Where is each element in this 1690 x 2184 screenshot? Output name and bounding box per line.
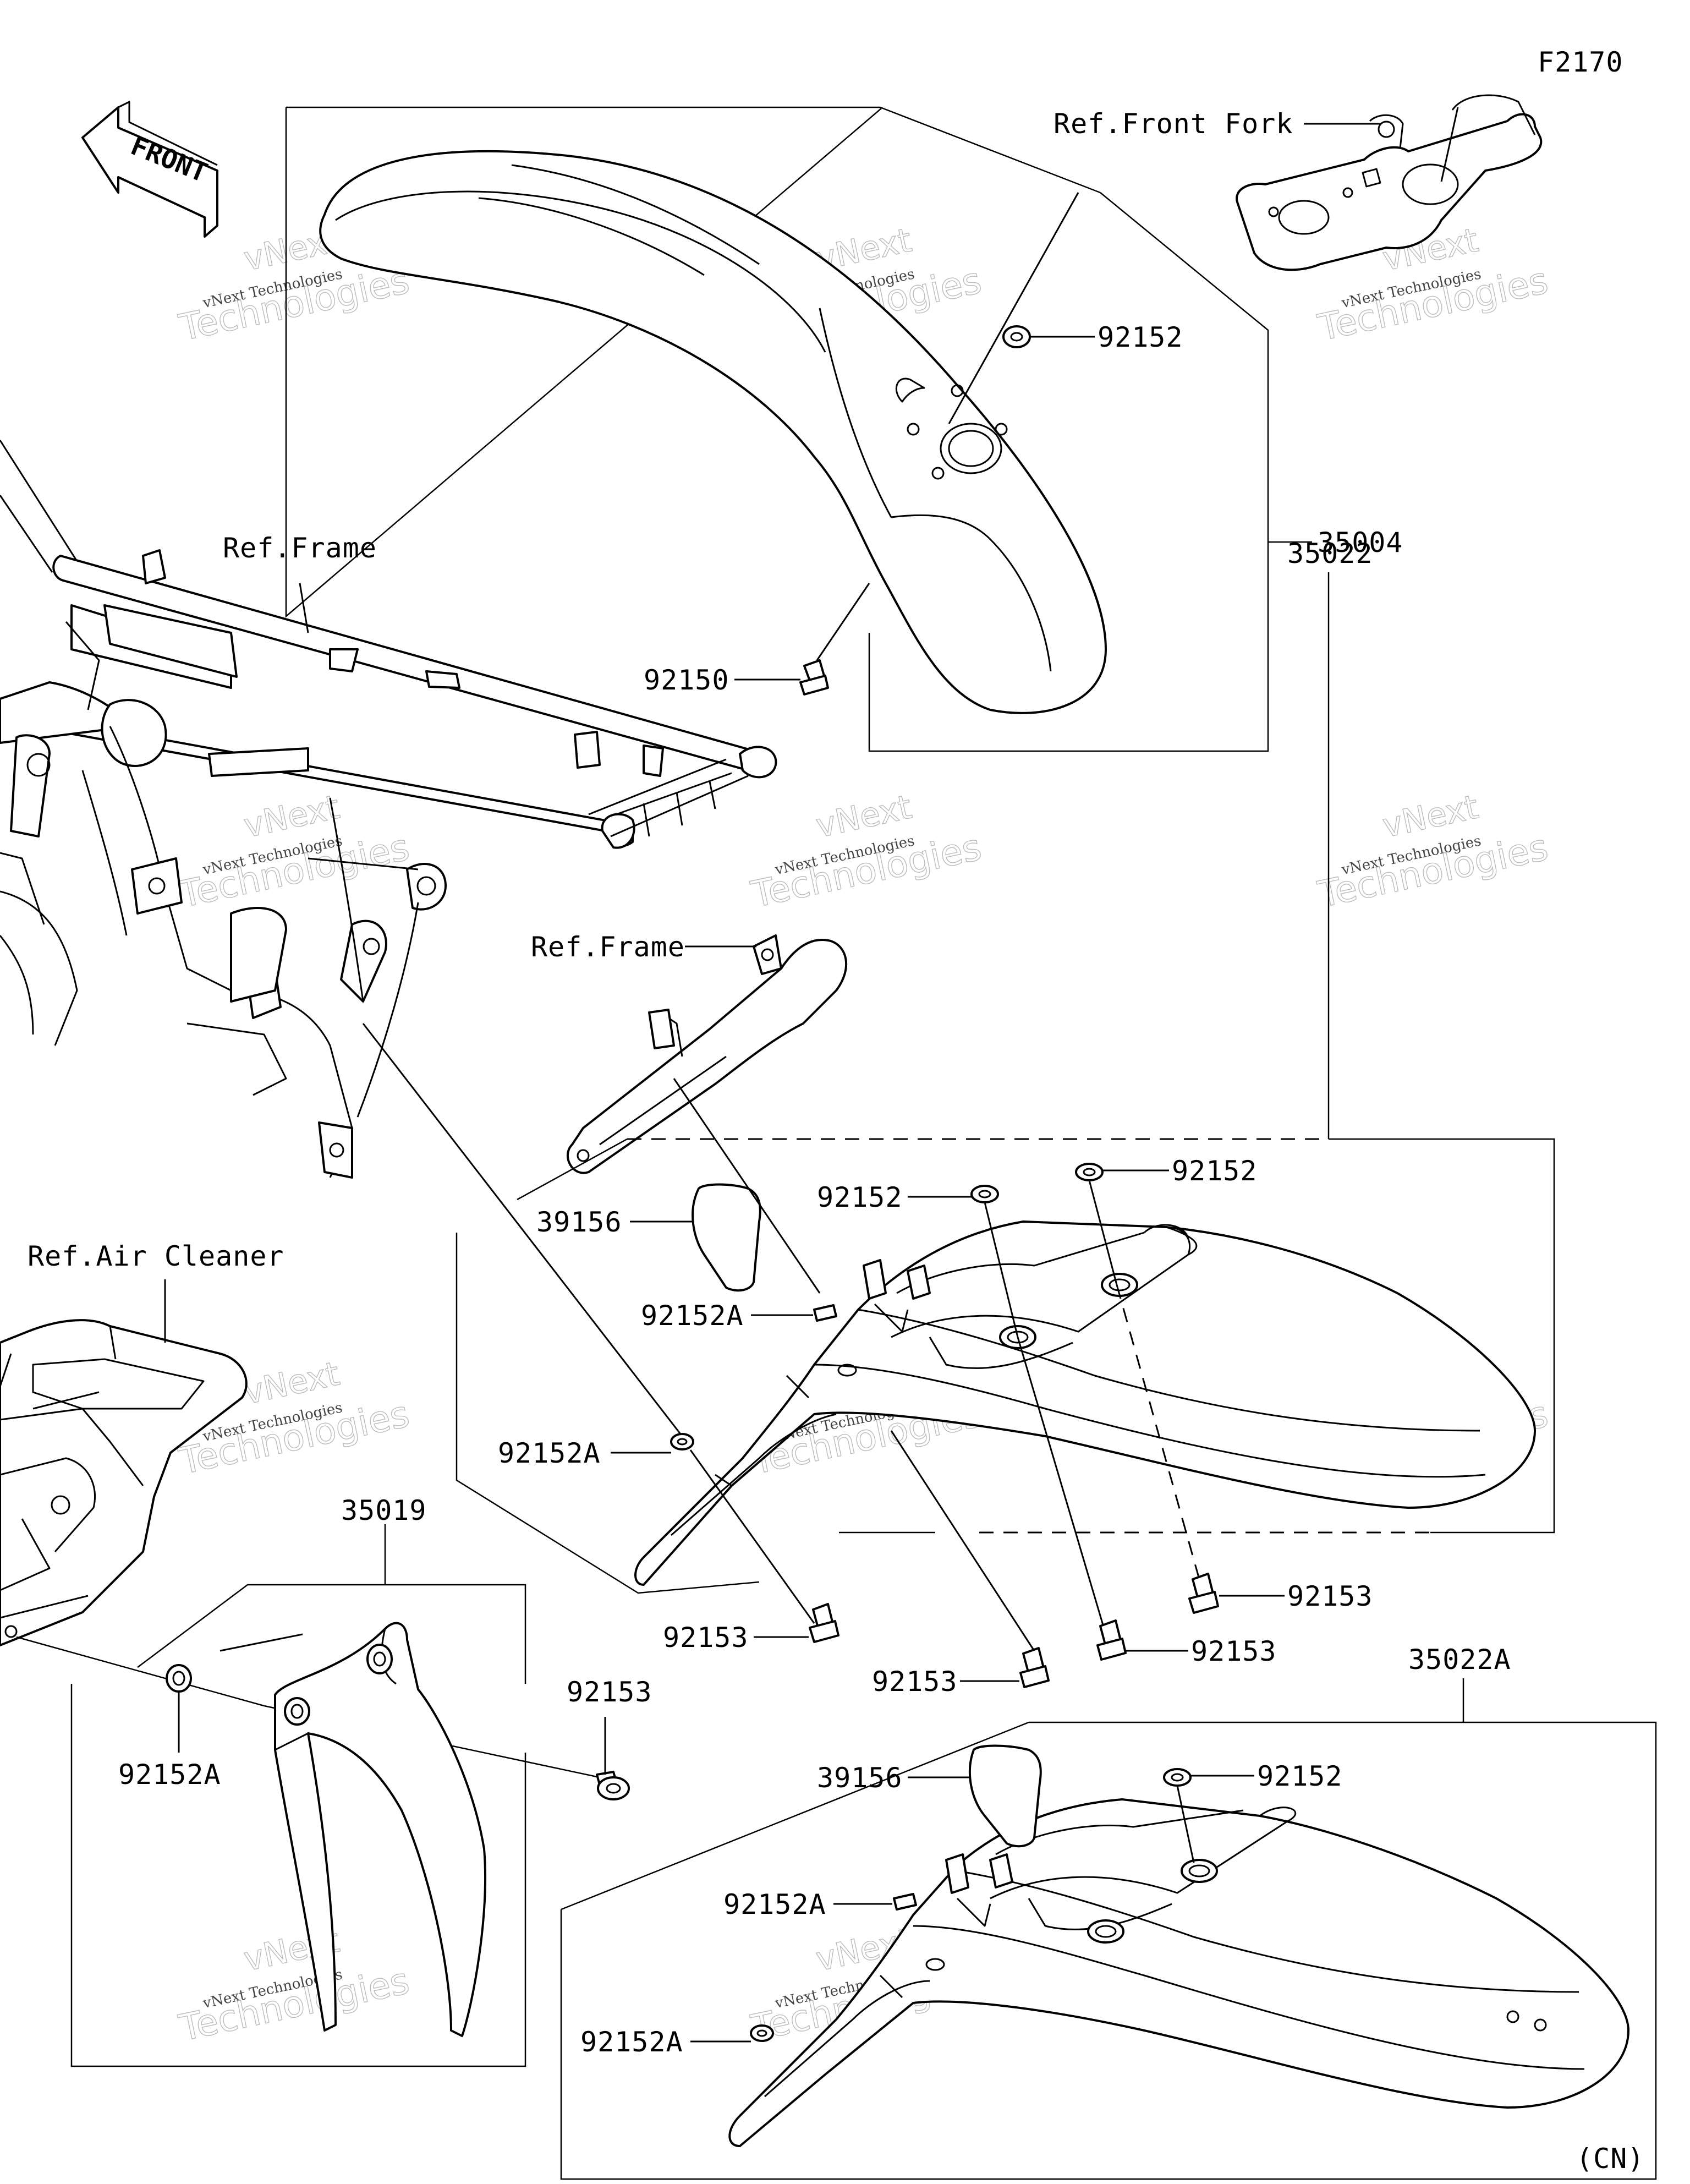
part-label-92152: 92152 bbox=[1172, 1155, 1258, 1187]
bolt-92153 bbox=[1096, 1619, 1127, 1661]
splash-guard-assembly bbox=[16, 1524, 600, 2067]
part-label-92153: 92153 bbox=[567, 1676, 652, 1708]
part-label-39156: 39156 bbox=[817, 1762, 903, 1794]
rear-fender-cn-assembly bbox=[560, 1678, 1657, 2180]
front-fork-ref bbox=[1236, 94, 1543, 271]
part-label-92152: 92152 bbox=[1257, 1760, 1343, 1792]
part-label-35022A: 35022A bbox=[1408, 1644, 1511, 1676]
part-label-35004: 35004 bbox=[1318, 527, 1403, 559]
svg-text:Technologies: Technologies bbox=[175, 826, 413, 916]
bolt-92150 bbox=[799, 659, 829, 696]
grommet-92152-rear-right bbox=[1075, 1163, 1104, 1181]
svg-text:Technologies: Technologies bbox=[1314, 826, 1552, 916]
air-cleaner-ref bbox=[0, 1319, 248, 1646]
part-label-35022: 35022 bbox=[1287, 538, 1373, 570]
rear-fender-assembly bbox=[456, 572, 1555, 1594]
part-label-92153: 92153 bbox=[1191, 1635, 1277, 1667]
part-label-39156: 39156 bbox=[536, 1206, 622, 1238]
watermark: vNext vNext Technologies Technologies bbox=[1314, 787, 1552, 916]
diagram-id: F2170 bbox=[1538, 46, 1623, 78]
grommet-92152A-lower bbox=[670, 1433, 694, 1450]
watermark: vNext vNext Technologies Technologies bbox=[175, 787, 413, 916]
grommet-92152-top bbox=[1002, 325, 1031, 348]
part-label-92153: 92153 bbox=[663, 1622, 749, 1654]
grommet-92152A-upper bbox=[813, 1304, 837, 1322]
part-label-92153: 92153 bbox=[872, 1666, 958, 1698]
ref-front-fork: Ref.Front Fork bbox=[1053, 108, 1293, 140]
watermark: vNext vNext Technologies Technologies bbox=[747, 787, 985, 916]
part-label-92153: 92153 bbox=[1287, 1580, 1373, 1612]
grommet-92152A-cn-upper bbox=[893, 1893, 917, 1911]
watermark: vNext vNext Technologies Technologies bbox=[175, 1921, 413, 2050]
svg-text:Technologies: Technologies bbox=[175, 1959, 413, 2050]
part-label-92150: 92150 bbox=[644, 664, 729, 696]
part-label-92152A: 92152A bbox=[118, 1759, 221, 1791]
ref-frame-mid: Ref.Frame bbox=[531, 931, 685, 963]
part-label-92152A: 92152A bbox=[723, 1889, 826, 1920]
grommet-92152A-cn-lower bbox=[750, 2024, 774, 2042]
grommet-92152-rear-left bbox=[970, 1185, 999, 1203]
bolt-92153 bbox=[1188, 1573, 1219, 1614]
part-label-92152: 92152 bbox=[1098, 321, 1183, 353]
grommet-92152-cn bbox=[1163, 1768, 1192, 1787]
part-label-92152A: 92152A bbox=[641, 1300, 744, 1332]
part-label-92152A: 92152A bbox=[498, 1437, 601, 1469]
grommet-92152A-splash bbox=[166, 1664, 192, 1693]
bolt-92153-splash bbox=[596, 1771, 630, 1800]
front-fender-assembly bbox=[285, 106, 1312, 752]
sticker-39156 bbox=[692, 1183, 761, 1292]
bolt-92153 bbox=[1019, 1647, 1050, 1688]
part-label-92152A: 92152A bbox=[580, 2026, 683, 2058]
sticker-39156-cn bbox=[968, 1744, 1042, 1848]
frame-bracket-ref bbox=[566, 934, 848, 1174]
bolt-92153 bbox=[809, 1603, 839, 1643]
svg-text:Technologies: Technologies bbox=[1314, 259, 1552, 349]
svg-text:Technologies: Technologies bbox=[175, 259, 413, 349]
frame-ref bbox=[0, 440, 777, 1179]
variant-note: (CN) bbox=[1576, 2143, 1644, 2175]
part-label-35019: 35019 bbox=[341, 1495, 427, 1526]
ref-air-cleaner: Ref.Air Cleaner bbox=[28, 1240, 284, 1272]
front-direction-arrow: FRONT bbox=[81, 101, 218, 238]
svg-text:Technologies: Technologies bbox=[748, 826, 985, 916]
part-label-92152: 92152 bbox=[817, 1181, 903, 1213]
ref-frame-top: Ref.Frame bbox=[223, 532, 377, 564]
